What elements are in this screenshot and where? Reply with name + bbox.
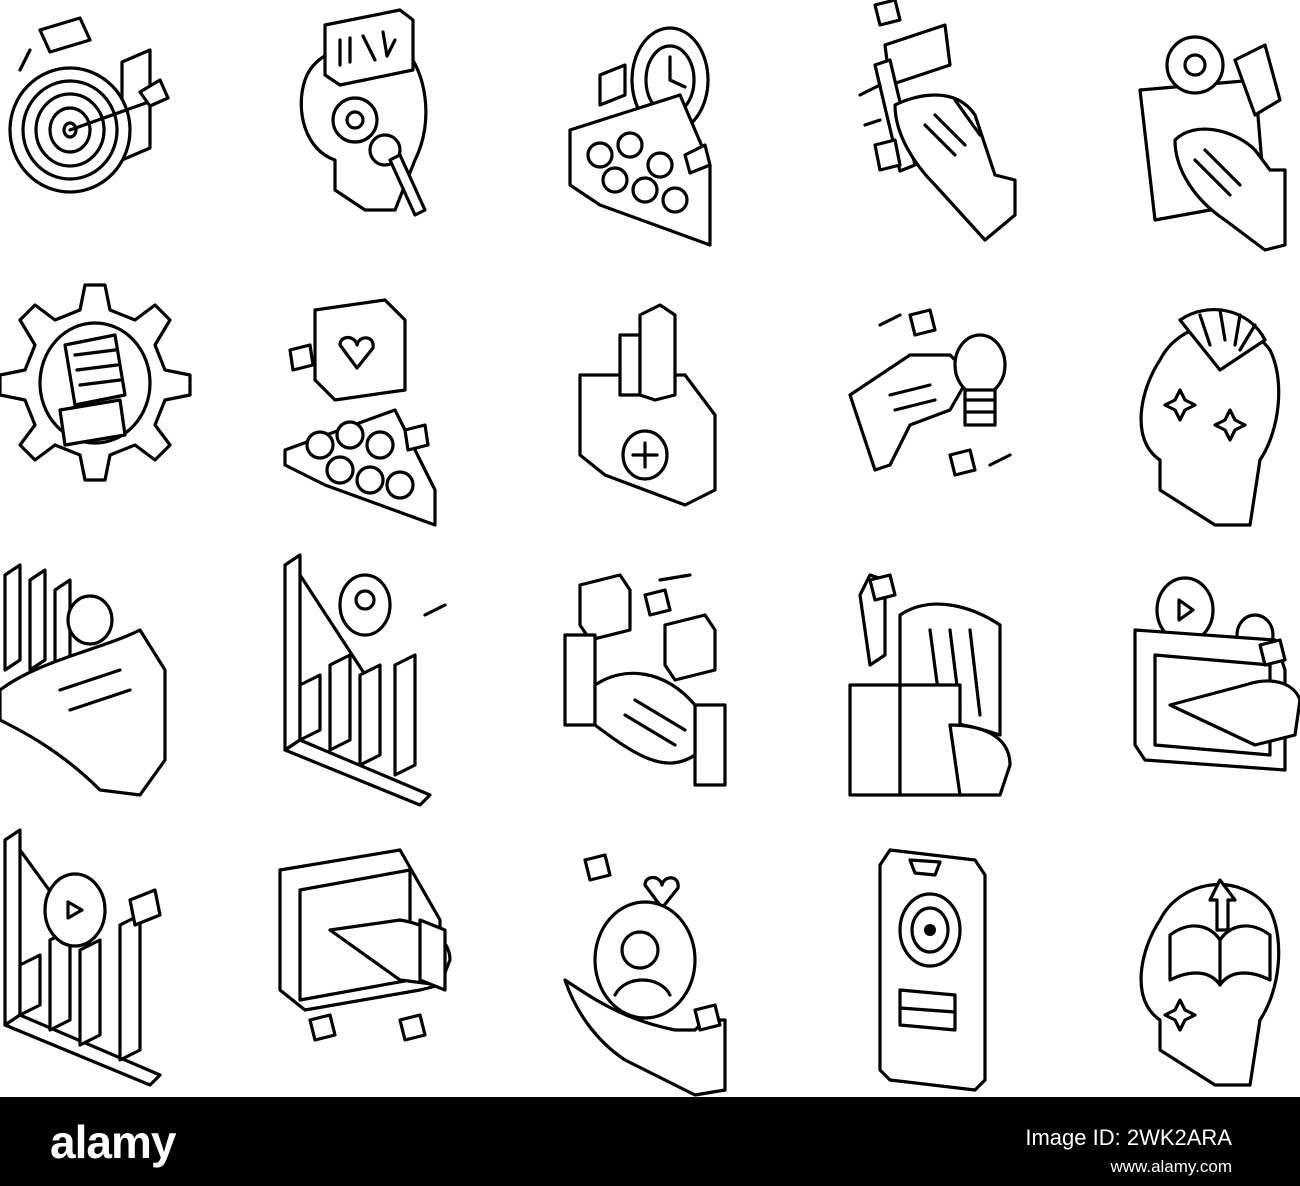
head-book-icon [1139, 878, 1281, 1087]
hand-folder-gear-icon [1138, 35, 1287, 252]
hand-flag-icon [858, 0, 1017, 242]
new-idea-head-icon [299, 8, 428, 217]
gear-fist-icon [0, 283, 192, 482]
tablet-hand-icon [278, 848, 452, 1042]
hand-gear-growth-icon [0, 563, 167, 797]
image-id-label: Image ID: 2WK2ARA [1025, 1125, 1232, 1150]
decline-chart-play-icon [3, 828, 162, 1087]
hand-person-heart-icon [563, 853, 727, 1097]
video-presentation-icon [1133, 576, 1300, 772]
team-heart-icon [283, 298, 437, 527]
decline-chart-person-icon [283, 553, 447, 807]
website-url: www.alamy.com [1110, 1157, 1232, 1176]
hand-lightbulb-icon [848, 308, 1012, 477]
alamy-logo: alamy [50, 1116, 176, 1168]
team-time-icon [568, 26, 712, 247]
medical-folder-icon [578, 303, 717, 507]
open-mind-head-icon [1139, 308, 1281, 527]
footer-bar: alamy Image ID: 2WK2ARA www.alamy.com [0, 1097, 1300, 1186]
icon-set [0, 0, 1300, 1097]
hands-book-icon [848, 573, 1012, 797]
handshake-chat-icon [563, 573, 727, 787]
target-arrow-icon [8, 16, 170, 194]
phone-camera-icon [878, 848, 987, 1092]
